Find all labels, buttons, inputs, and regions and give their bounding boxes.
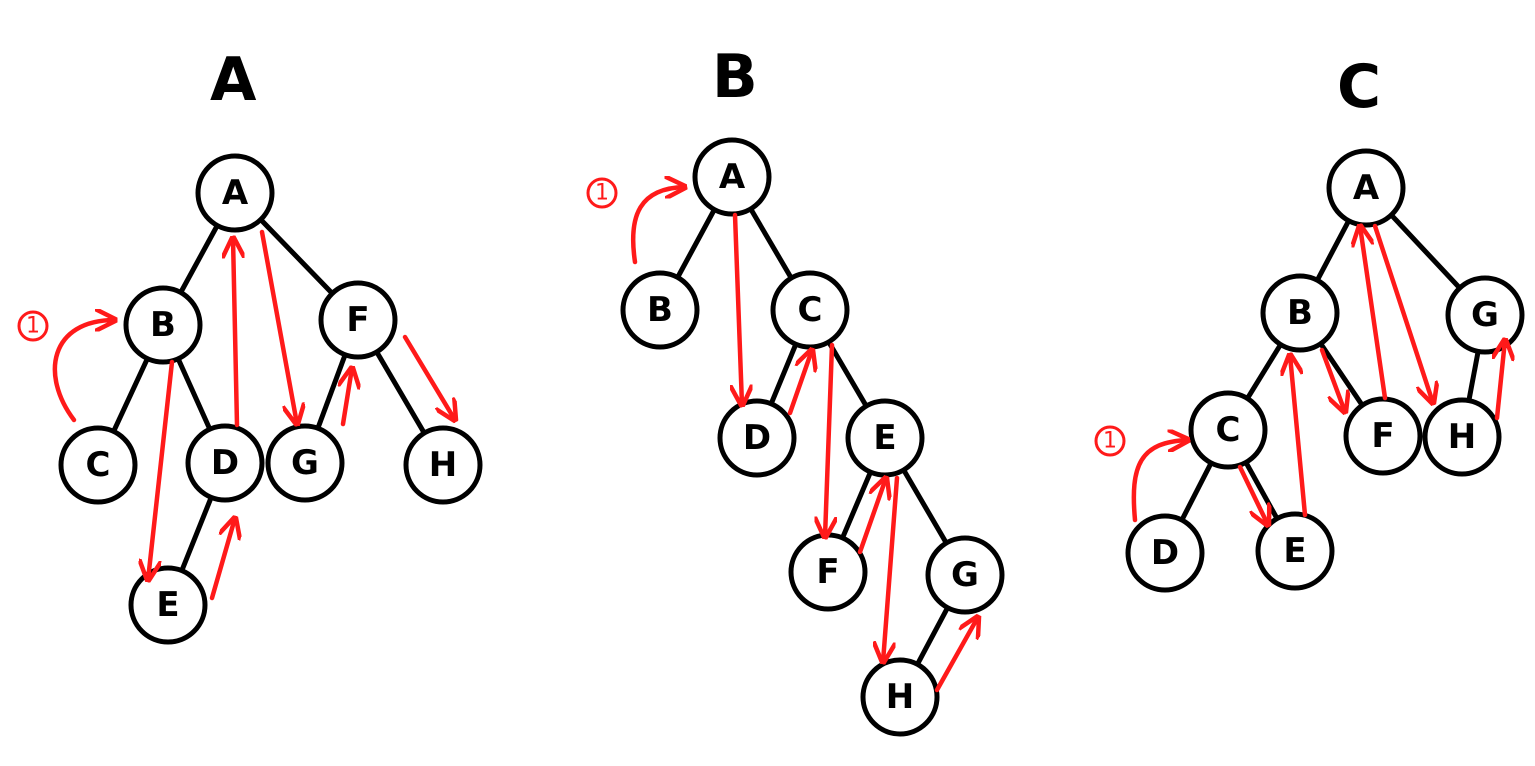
tree-b-title: B bbox=[712, 42, 758, 112]
arrow-h-to-g bbox=[1497, 340, 1505, 421]
node-label: C bbox=[86, 445, 111, 485]
tree-b-node-h: H bbox=[860, 657, 940, 737]
node-label: D bbox=[743, 418, 771, 458]
step-marker-label: 1 bbox=[26, 314, 40, 339]
arrow-e-to-d bbox=[209, 518, 235, 601]
tree-c-node-e: E bbox=[1255, 511, 1335, 591]
step-marker-label: 1 bbox=[595, 181, 609, 206]
node-label: E bbox=[156, 585, 179, 625]
tree-a-node-c: C bbox=[58, 425, 138, 505]
tree-a-node-g: G bbox=[265, 423, 345, 503]
node-label: G bbox=[1471, 295, 1499, 335]
node-label: C bbox=[798, 290, 823, 330]
node-label: H bbox=[429, 445, 457, 485]
tree-c-node-b: B bbox=[1260, 273, 1340, 353]
tree-c-traversal-arrows bbox=[1131, 223, 1505, 525]
node-label: B bbox=[1287, 293, 1313, 333]
tree-c-node-d: D bbox=[1125, 513, 1205, 593]
arrow-h-to-g bbox=[934, 617, 978, 693]
node-label: F bbox=[816, 552, 839, 592]
tree-a-node-e: E bbox=[128, 565, 208, 645]
arrow-e-to-b bbox=[1290, 355, 1308, 518]
tree-c-node-c: C bbox=[1188, 390, 1268, 470]
tree-b-traversal-arrows bbox=[630, 187, 978, 693]
arrow-c-to-f bbox=[825, 342, 832, 537]
arrow-a-to-d bbox=[735, 212, 742, 405]
tree-b: B A B C D E F G H 1 bbox=[586, 42, 1005, 737]
tree-b-node-g: G bbox=[925, 535, 1005, 615]
tree-c-node-f: F bbox=[1343, 396, 1423, 476]
tree-a-step-marker: 1 bbox=[17, 310, 49, 342]
arrow-a-to-g bbox=[259, 229, 297, 424]
node-label: A bbox=[222, 173, 249, 213]
arrow-d-to-c bbox=[1131, 440, 1188, 523]
tree-a-node-h: H bbox=[403, 425, 483, 505]
node-label: E bbox=[873, 418, 896, 458]
tree-a-node-a: A bbox=[195, 153, 275, 233]
arrow-b-to-f bbox=[1319, 347, 1345, 412]
node-label: F bbox=[346, 300, 369, 340]
tree-c-edges bbox=[1162, 186, 1488, 555]
node-label: B bbox=[647, 290, 673, 330]
node-label: A bbox=[1353, 168, 1380, 208]
arrow-f-to-a bbox=[1360, 226, 1388, 401]
node-label: B bbox=[150, 305, 176, 345]
node-label: D bbox=[211, 443, 239, 483]
node-label: A bbox=[719, 157, 746, 197]
arrow-c-to-b bbox=[52, 320, 115, 423]
node-label: H bbox=[1448, 417, 1476, 457]
tree-a-node-b: B bbox=[123, 285, 203, 365]
node-label: E bbox=[1283, 531, 1306, 571]
arrow-d-to-c bbox=[787, 350, 812, 416]
arrow-c-to-e bbox=[1237, 464, 1268, 525]
node-label: G bbox=[291, 443, 319, 483]
tree-b-node-d: D bbox=[717, 398, 797, 478]
arrow-f-to-e bbox=[857, 478, 886, 555]
arrow-g-to-f bbox=[343, 368, 352, 427]
tree-c-step-marker: 1 bbox=[1094, 425, 1126, 457]
tree-b-node-a: A bbox=[692, 137, 772, 217]
tree-a-edges bbox=[95, 191, 446, 606]
tree-b-node-f: F bbox=[788, 532, 868, 612]
node-label: G bbox=[951, 555, 979, 595]
tree-a-node-d: D bbox=[185, 423, 265, 503]
tree-a-traversal-arrows bbox=[52, 229, 455, 601]
tree-c-title: C bbox=[1337, 52, 1381, 122]
node-label: C bbox=[1216, 410, 1241, 450]
arrow-a-to-h bbox=[1372, 223, 1433, 403]
tree-b-step-marker: 1 bbox=[586, 177, 618, 209]
tree-b-node-b: B bbox=[620, 270, 700, 350]
tree-c-node-g: G bbox=[1445, 275, 1525, 355]
node-label: F bbox=[1371, 416, 1394, 456]
node-label: H bbox=[886, 677, 914, 717]
tree-c-node-h: H bbox=[1422, 397, 1502, 477]
arrow-b-to-e bbox=[148, 359, 175, 580]
tree-a-title: A bbox=[210, 45, 257, 115]
arrow-d-to-a bbox=[233, 238, 237, 428]
arrow-f-to-h bbox=[402, 334, 455, 420]
tree-a-node-f: F bbox=[318, 280, 398, 360]
tree-c-node-a: A bbox=[1326, 148, 1406, 228]
tree-b-node-e: E bbox=[845, 398, 925, 478]
tree-a: A A B F C D G H E 1 bbox=[17, 45, 483, 645]
arrow-e-to-h bbox=[883, 475, 900, 662]
tree-c: C A B G C F H D E 1 bbox=[1094, 52, 1525, 593]
arrow-b-to-a bbox=[630, 187, 685, 265]
node-label: D bbox=[1151, 533, 1179, 573]
tree-b-node-c: C bbox=[770, 270, 850, 350]
step-marker-label: 1 bbox=[1103, 429, 1117, 454]
